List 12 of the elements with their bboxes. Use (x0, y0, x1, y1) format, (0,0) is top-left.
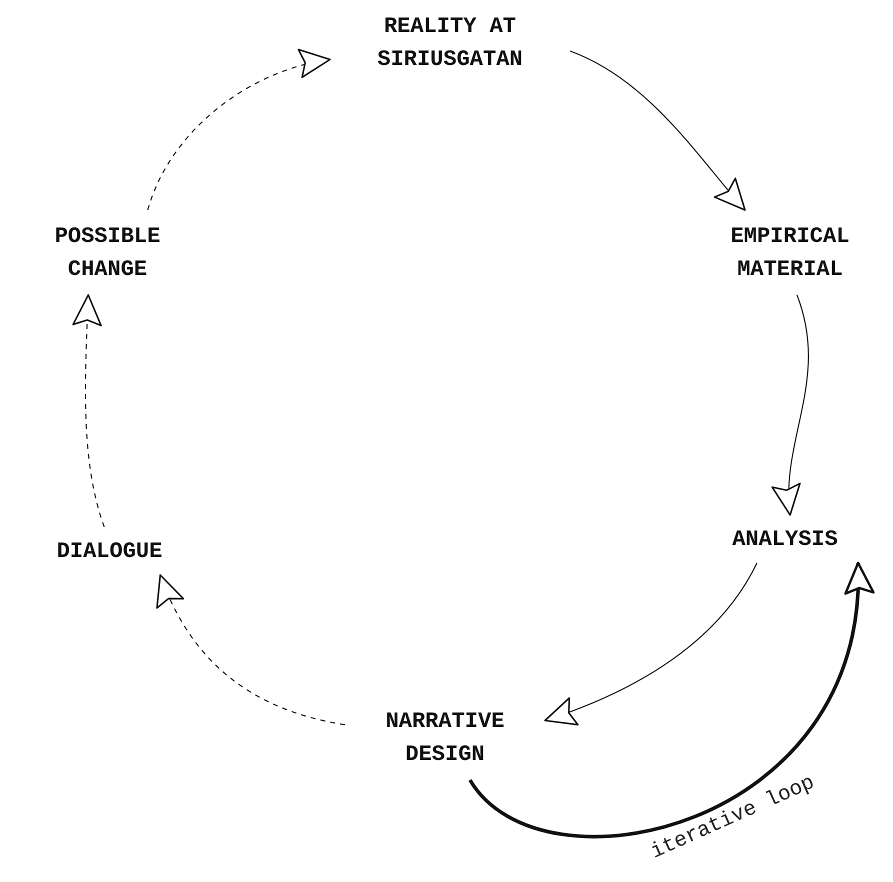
arrow (570, 50, 746, 211)
arrow (72, 294, 105, 528)
node-label: ANALYSIS (732, 526, 838, 554)
arrow (147, 50, 331, 210)
node-label: REALITY AT SIRIUSGATAN (376, 12, 524, 74)
arrow (157, 574, 346, 726)
arrow (544, 562, 758, 725)
node-label: DIALOGUE (56, 538, 162, 566)
node-label: POSSIBLE CHANGE (54, 222, 162, 284)
node-label: EMPIRICAL MATERIAL (730, 222, 850, 284)
node-label: NARRATIVE DESIGN (384, 708, 506, 768)
arrow (773, 294, 809, 516)
